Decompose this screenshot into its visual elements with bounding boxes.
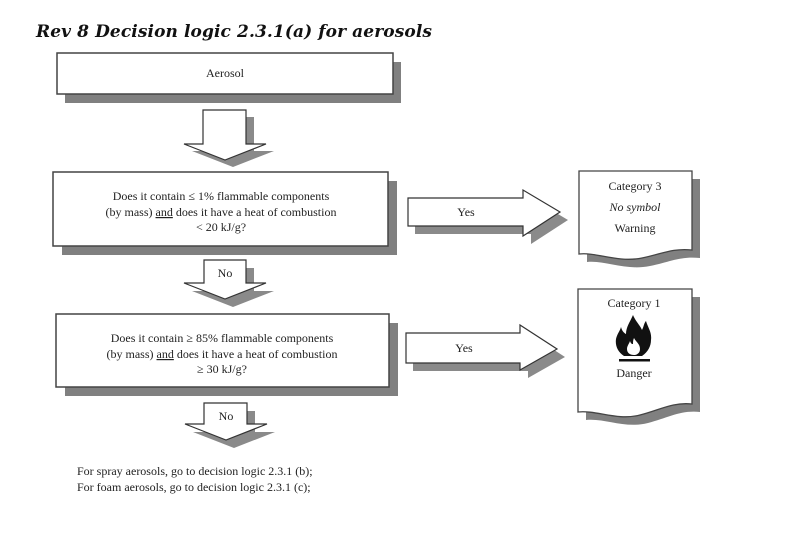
result-2-signal-word: Danger: [616, 366, 651, 380]
yes-label-2: Yes: [455, 341, 473, 355]
start-label: Aerosol: [206, 66, 245, 80]
yes-arrow-2-shape: [405, 323, 559, 372]
footer-line-foam: For foam aerosols, go to decision logic …: [77, 480, 311, 494]
result-1-signal-word: Warning: [614, 221, 655, 235]
no-arrow-2-shape: [184, 402, 268, 441]
page-title: Rev 8 Decision logic 2.3.1(a) for aeroso…: [36, 22, 433, 42]
yes-arrow-1-shape: [407, 188, 562, 238]
flame-icon: [615, 315, 652, 362]
yes-arrow-1: Yes: [407, 188, 568, 244]
result-category-1: Category 1 Danger: [577, 288, 700, 425]
question-2-frame: [55, 313, 390, 388]
question-1-line-1: Does it contain ≤ 1% flammable component…: [113, 189, 330, 203]
question-1-and-emphasis: and: [156, 205, 173, 219]
down-arrow-1: [183, 109, 274, 167]
down-arrow-1-shape: [183, 109, 267, 161]
question-2-line-3: ≥ 30 kJ/g?: [197, 362, 247, 376]
footer-instructions: For spray aerosols, go to decision logic…: [77, 463, 313, 495]
start-box-frame: [56, 52, 394, 95]
question-2-and-emphasis: and: [157, 347, 174, 361]
question-1-frame: [52, 171, 389, 247]
question-1-box: Does it contain ≤ 1% flammable component…: [52, 171, 397, 255]
result-1-frame: [578, 170, 693, 260]
no-arrow-1-shape: [183, 259, 267, 300]
question-2-box: Does it contain ≥ 85% flammable componen…: [55, 313, 398, 396]
yes-label-1: Yes: [457, 205, 475, 219]
result-2-category: Category 1: [608, 296, 661, 310]
question-2-line-1: Does it contain ≥ 85% flammable componen…: [111, 331, 334, 345]
question-2-line-2: (by mass) and does it have a heat of com…: [107, 347, 338, 361]
result-category-3: Category 3 No symbol Warning: [578, 170, 700, 268]
no-arrow-2: No: [184, 402, 275, 448]
result-1-symbol: No symbol: [609, 200, 662, 214]
footer-line-spray: For spray aerosols, go to decision logic…: [77, 464, 313, 478]
no-label-2: No: [219, 409, 234, 423]
question-1-line-2: (by mass) and does it have a heat of com…: [106, 205, 337, 219]
start-box: Aerosol: [56, 52, 401, 103]
question-1-line-3: < 20 kJ/g?: [196, 220, 246, 234]
yes-arrow-2: Yes: [405, 323, 565, 378]
no-arrow-1: No: [183, 259, 274, 307]
no-label-1: No: [218, 266, 233, 280]
result-1-category: Category 3: [609, 179, 662, 193]
